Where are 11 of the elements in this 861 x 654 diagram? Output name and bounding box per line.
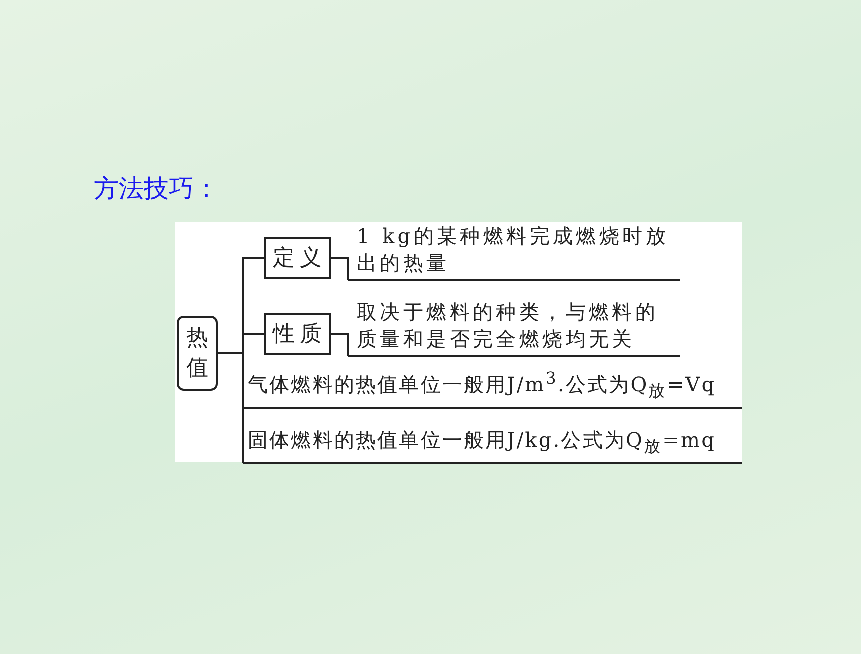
connector-line: [331, 257, 349, 281]
underline: [243, 372, 742, 409]
note-text: 固体燃料的热值单位一般用J/kg.公式为Q$_{放}$=mq: [247, 427, 716, 458]
note-text: 1 kg的某种燃料完成燃烧时放出的热量: [356, 223, 670, 277]
category-box: 性质: [264, 313, 331, 355]
note-text: 气体燃料的热值单位一般用J/m$^{3}$.公式为Q$_{放}$=Vq: [247, 368, 716, 403]
connector-line: [331, 333, 349, 357]
note-text: 取决于燃料的种类，与燃料的质量和是否完全燃烧均无关: [356, 299, 660, 353]
topic-box: 热值: [177, 316, 218, 391]
category-box: 定义: [264, 237, 331, 279]
title: 方法技巧：: [94, 173, 219, 205]
